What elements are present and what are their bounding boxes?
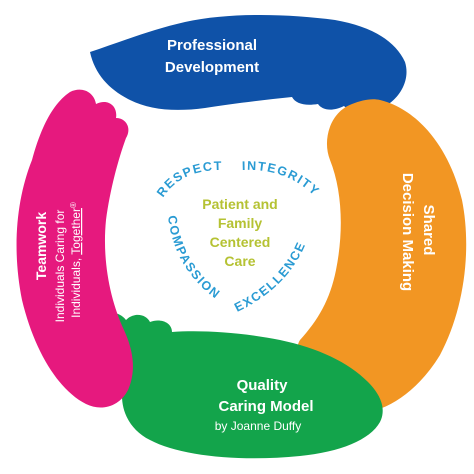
- hand-bottom-line3: by Joanne Duffy: [215, 419, 302, 433]
- core-line-1: Patient and: [202, 196, 277, 212]
- hand-icon: [95, 312, 383, 459]
- value-compassion: COMPASSION: [165, 214, 223, 301]
- value-excellence: EXCELLENCE: [232, 239, 308, 315]
- hand-teamwork: Teamwork Individuals Caring for Individu…: [16, 89, 133, 408]
- hand-icon: [16, 89, 133, 408]
- hand-top-line2: Development: [165, 59, 259, 76]
- hand-left-line2: Individuals Caring for: [53, 210, 67, 323]
- core-line-4: Care: [224, 253, 255, 269]
- hand-quality-caring-model: Quality Caring Model by Joanne Duffy: [95, 312, 383, 459]
- hand-bottom-line1: Quality: [237, 377, 289, 394]
- hand-right-line1: Shared: [420, 205, 437, 256]
- hand-top-line1: Professional: [167, 37, 257, 54]
- hand-left-line1: Teamwork: [33, 212, 49, 280]
- hand-icon: [90, 15, 407, 111]
- value-respect: RESPECT: [154, 159, 223, 200]
- hand-icon: [297, 99, 467, 413]
- hand-shared-decision-making: Shared Decision Making: [297, 99, 467, 413]
- core-line-3: Centered: [210, 234, 271, 250]
- hand-left-line3: Individuals, Together®: [69, 202, 83, 318]
- value-integrity: INTEGRITY: [242, 159, 323, 199]
- center-heart: RESPECT INTEGRITY COMPASSION EXCELLENCE …: [154, 159, 323, 315]
- hand-bottom-line2: Caring Model: [218, 398, 313, 415]
- hand-professional-development: Professional Development: [90, 15, 407, 111]
- core-line-2: Family: [218, 215, 263, 231]
- hand-right-line2: Decision Making: [399, 173, 416, 291]
